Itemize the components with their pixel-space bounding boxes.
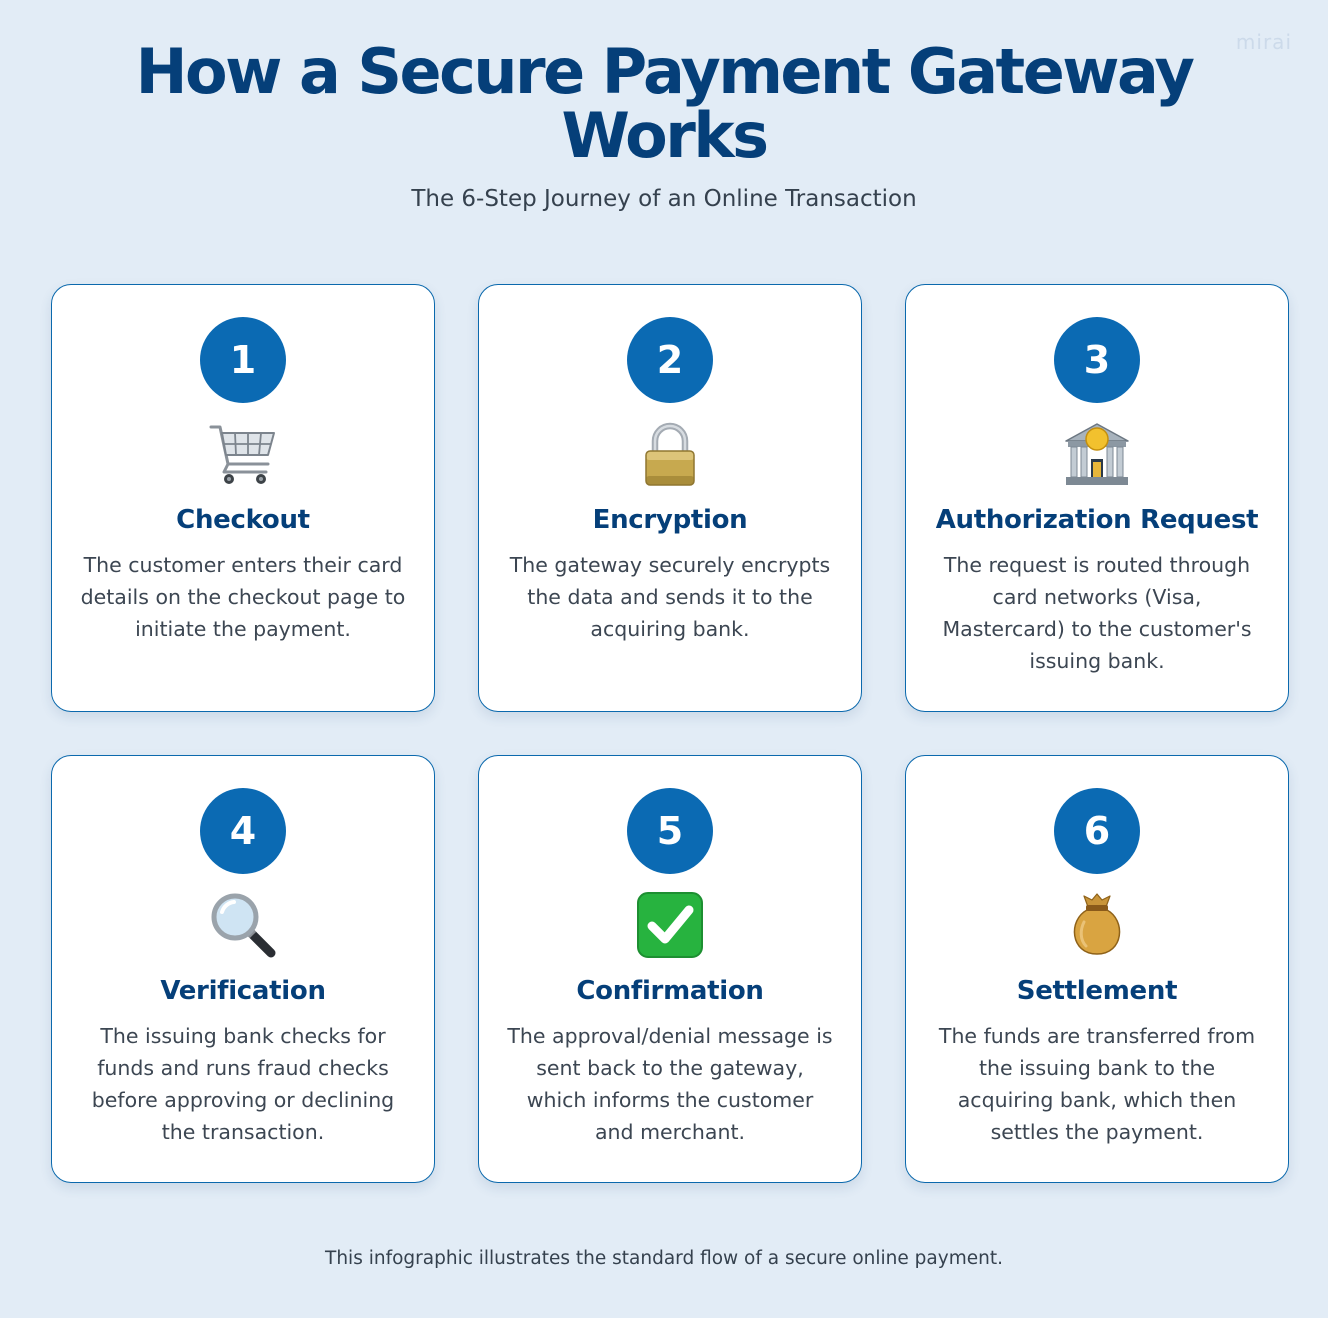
step-number-badge: 3 [1054, 317, 1140, 403]
step-description: The request is routed through card netwo… [942, 553, 1252, 673]
step-number-badge: 4 [200, 788, 286, 874]
check-mark-icon [635, 890, 705, 960]
step-number-badge: 2 [627, 317, 713, 403]
step-title: Encryption [592, 505, 748, 535]
padlock-icon [635, 419, 705, 489]
step-card-settlement: 6 Settlement The funds are transferred f… [905, 755, 1289, 1183]
step-card-authorization-request: 3 Authorization Request The request is r… [905, 284, 1289, 712]
page-title-line-1: How a Secure Payment Gateway [135, 35, 1195, 108]
step-card-encryption: 2 Encryption The gateway securely encryp… [478, 284, 862, 712]
step-number-badge: 5 [627, 788, 713, 874]
page-subtitle: The 6-Step Journey of an Online Transact… [411, 186, 917, 212]
step-description: The funds are transferred from the issui… [938, 1024, 1256, 1144]
step-description: The gateway securely encrypts the data a… [509, 553, 831, 641]
step-description: The issuing bank checks for funds and ru… [91, 1024, 395, 1144]
step-title: Confirmation [576, 976, 764, 1006]
page-title: How a Secure Payment Gateway Works [0, 40, 1328, 168]
step-card-verification: 4 Verification The issuing bank checks f… [51, 755, 435, 1183]
step-description: The customer enters their card details o… [80, 553, 406, 641]
step-title: Authorization Request [935, 505, 1259, 535]
steps-grid: 1 Checkout The customer enters their car… [51, 284, 1289, 1183]
step-title: Settlement [1016, 976, 1178, 1006]
shopping-cart-icon [208, 419, 278, 489]
step-number-badge: 1 [200, 317, 286, 403]
step-card-checkout: 1 Checkout The customer enters their car… [51, 284, 435, 712]
bank-icon [1062, 419, 1132, 489]
page-title-line-2: Works [561, 99, 769, 172]
step-description: The approval/denial message is sent back… [507, 1024, 833, 1144]
step-title: Verification [160, 976, 326, 1006]
step-number-badge: 6 [1054, 788, 1140, 874]
magnifying-glass-icon [208, 890, 278, 960]
step-card-confirmation: 5 Confirmation The approval/denial messa… [478, 755, 862, 1183]
brand-watermark: mirai [1235, 30, 1292, 54]
money-bag-icon [1062, 890, 1132, 960]
footer-note: This infographic illustrates the standar… [325, 1248, 1003, 1269]
step-title: Checkout [176, 505, 310, 535]
